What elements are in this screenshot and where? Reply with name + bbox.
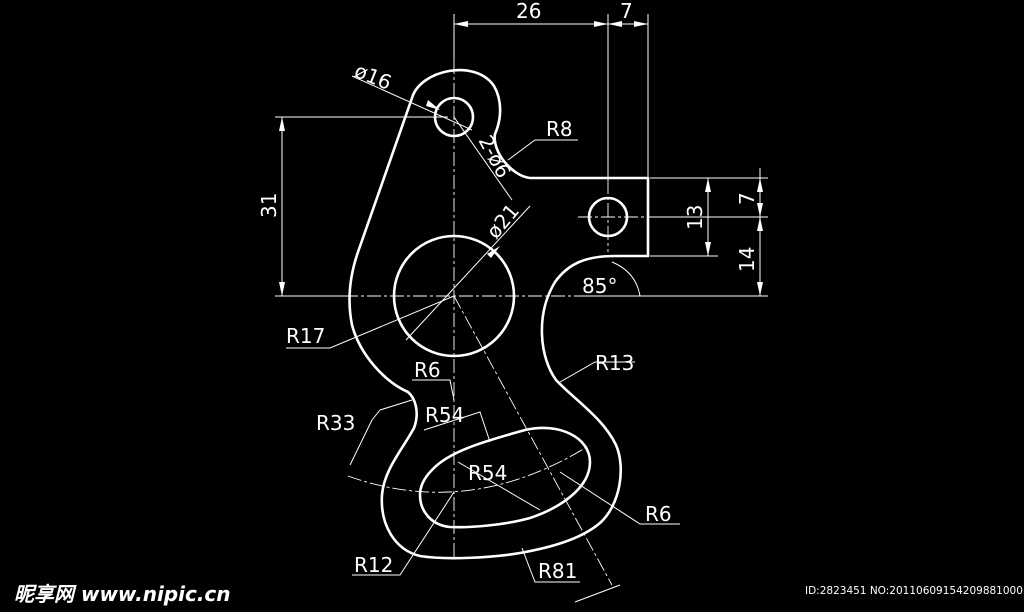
label-7-top: 7 [620,0,633,23]
leader-r81 [521,547,580,583]
label-r54-upper: R54 [425,403,464,427]
extension-lines [275,14,768,297]
watermark-logo: 昵享网 www.nipic.cn [14,582,231,606]
label-26: 26 [516,0,541,23]
leader-r81-ext [574,584,621,603]
leader-2-phi6 [453,116,513,201]
leader-r6-upper [412,379,455,401]
label-dia16: ø16 [351,58,395,94]
part-outline [348,68,650,560]
hole-21-large [392,234,516,358]
label-dia21: ø21 [481,199,524,243]
dimension-labels: 26 7 31 13 7 14 ø16 ø21 2-ø6 R8 R17 R6 R… [257,0,759,583]
arrow-7r-top [757,178,763,192]
dimension-lines [279,21,763,297]
leader-r17 [286,295,455,349]
arrow-13-bottom [705,242,711,256]
label-r6-upper: R6 [414,358,441,382]
arrow-26-left [454,21,468,27]
leader-r33 [371,399,413,421]
label-r54-lower: R54 [468,461,507,485]
slot-arc-centerline [347,444,591,493]
label-r33: R33 [316,411,355,435]
arrow-dia16 [426,100,440,110]
arrow-13-top [705,178,711,192]
label-31: 31 [257,193,281,218]
leader-r6-lower [559,471,680,525]
label-r12: R12 [354,553,393,577]
watermark-id: ID:2823451 NO:20110609154209881000 [805,585,1023,597]
center-lines [275,60,650,586]
arrow-dia21 [487,246,500,258]
label-r13: R13 [595,351,634,375]
arrow-7-right [634,21,648,27]
label-85-degrees: 85° [582,274,617,298]
leader-r8 [507,139,578,161]
label-7-right: 7 [735,192,759,205]
label-r6-lower: R6 [645,502,672,526]
label-r8: R8 [546,117,573,141]
arrow-31-bottom [279,282,285,296]
slot-axis-centerline [453,295,613,586]
label-14: 14 [735,247,759,272]
arrow-7r-bottom [757,203,763,217]
leader-r54-upper [423,411,491,443]
label-r81: R81 [538,559,577,583]
leader-r54-lower [457,461,541,511]
label-13: 13 [683,205,707,230]
arrow-14-bottom [757,282,763,296]
label-r17: R17 [286,324,325,348]
arrow-26-right [594,21,608,27]
inner-slot [418,426,592,529]
leader-r33-arc [349,419,373,466]
arrow-31-top [279,117,285,131]
leader-r13 [559,361,635,383]
arrow-7-left [608,21,622,27]
leader-dia21 [405,205,531,341]
angle-85-arc [611,261,641,297]
label-2-phi6: 2-ø6 [474,131,516,182]
leader-dia16 [351,75,473,131]
outer-contour [348,68,650,560]
hole-small-right [587,196,629,238]
leader-r12 [352,491,455,576]
arrow-14-top [757,217,763,231]
leader-lines [286,75,680,603]
